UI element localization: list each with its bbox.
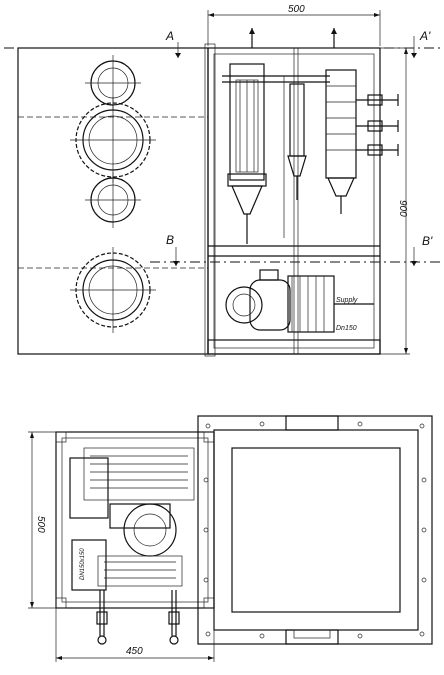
pump-assembly	[69, 447, 195, 591]
arrow-a2-head	[411, 53, 417, 58]
dim-text-500: 500	[288, 4, 305, 15]
plan-frame-inner	[61, 437, 209, 603]
label-b-prime: B'	[422, 234, 433, 248]
vent-cap	[249, 28, 255, 34]
arrow-b-head	[173, 261, 179, 266]
dim-arrow	[374, 13, 380, 17]
vent-cap	[331, 28, 337, 34]
dim-text-900: 900	[397, 200, 408, 217]
note-plan-vertical: DN150x150	[80, 548, 86, 580]
dim-arrow	[30, 602, 34, 608]
front-elevation: 500 A A' B B'	[4, 4, 440, 357]
pump-motor	[225, 269, 374, 333]
outlet-valve	[356, 120, 399, 132]
outlet-valve	[356, 94, 399, 106]
flange-frame	[197, 415, 433, 645]
conical-filter	[325, 69, 357, 214]
label-a-prime: A'	[419, 29, 431, 43]
dim-text-450: 450	[126, 646, 143, 657]
dim-arrow	[30, 432, 34, 438]
dim-arrow	[208, 13, 214, 17]
narrow-filter	[283, 76, 307, 238]
frame-base	[207, 339, 381, 355]
frame-side	[204, 43, 216, 357]
valve-stem	[168, 590, 180, 645]
label-b: B	[166, 233, 174, 247]
outlet-valve	[356, 144, 399, 156]
arrow-b2-head	[411, 261, 417, 266]
pipe-ring	[85, 172, 141, 228]
valve-stem	[96, 590, 108, 645]
arrow-a-head	[175, 53, 181, 58]
dim-arrow	[404, 48, 408, 54]
note-dn: Dn150	[336, 325, 357, 332]
plan-view: DN150x150 500 450	[28, 415, 433, 662]
dim-arrow	[208, 656, 214, 660]
pipe-ring	[70, 97, 156, 183]
note-supply: Supply	[336, 297, 358, 304]
pipe-ring	[70, 247, 156, 333]
filter-cylinder	[227, 63, 267, 244]
dim-text-500-plan: 500	[35, 516, 46, 533]
label-a: A	[165, 29, 174, 43]
dim-arrow	[56, 656, 62, 660]
dim-arrow	[404, 348, 408, 354]
